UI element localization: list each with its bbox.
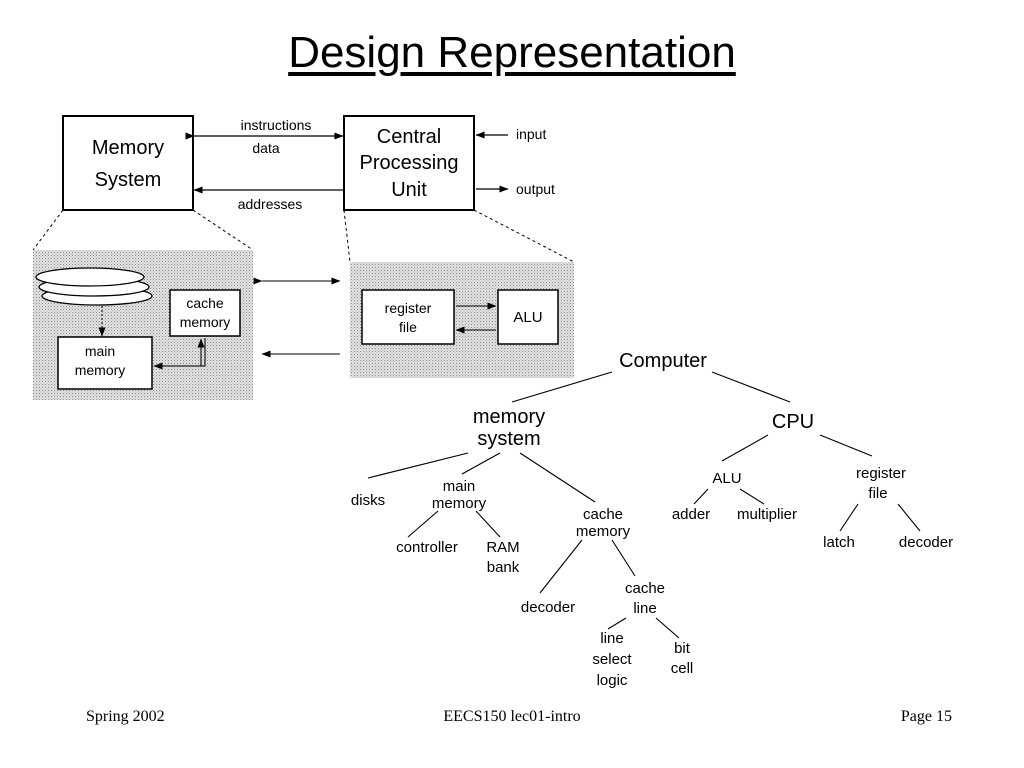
tree-cache-line-2: line bbox=[633, 600, 656, 617]
tree-decoder-memory: decoder bbox=[521, 599, 575, 616]
tree-bit-cell-1: bit bbox=[674, 640, 691, 657]
tree-line-select-logic-1: line bbox=[600, 630, 623, 647]
main-memory-label-2: memory bbox=[75, 362, 126, 378]
cpu-detail-panel: register file ALU bbox=[350, 262, 574, 378]
memory-detail-panel: main memory cache memory bbox=[33, 250, 253, 400]
memory-system-label-1: Memory bbox=[92, 137, 164, 159]
data-label: data bbox=[252, 140, 279, 156]
zoom-line-cpu-right bbox=[473, 209, 575, 263]
footer-center: EECS150 lec01-intro bbox=[443, 708, 581, 725]
main-memory-box bbox=[57, 336, 153, 390]
tree-line-select-logic-2: select bbox=[592, 651, 632, 668]
tree-cache-line-1: cache bbox=[625, 580, 665, 597]
tree-multiplier: multiplier bbox=[737, 506, 797, 523]
tree-register-file-2: file bbox=[868, 485, 887, 502]
alu-box bbox=[497, 289, 559, 345]
page-title: Design Representation bbox=[288, 28, 736, 77]
tree-main-memory-1: main bbox=[443, 478, 476, 495]
cache-memory-box bbox=[169, 289, 241, 337]
output-label: output bbox=[516, 181, 555, 197]
footer-right: Page 15 bbox=[900, 708, 952, 725]
tree-decoder-cpu: decoder bbox=[899, 534, 953, 551]
register-file-label-1: register bbox=[385, 300, 432, 316]
cache-main-connector bbox=[153, 338, 206, 370]
zoom-line-cpu-left bbox=[343, 209, 351, 263]
footer-left: Spring 2002 bbox=[86, 708, 165, 725]
tree-line-select-logic-3: logic bbox=[597, 672, 628, 689]
hierarchy-tree bbox=[367, 371, 921, 639]
tree-ram-bank-1: RAM bbox=[486, 539, 519, 556]
tree-cpu: CPU bbox=[772, 411, 814, 433]
main-memory-label-1: main bbox=[85, 343, 115, 359]
zoom-line-memory-left bbox=[32, 209, 64, 251]
instructions-label: instructions bbox=[241, 117, 312, 133]
tree-register-file-1: register bbox=[856, 465, 906, 482]
disk-stack-icon bbox=[35, 267, 153, 306]
addresses-label: addresses bbox=[238, 196, 303, 212]
input-label: input bbox=[516, 126, 546, 142]
cpu-box: Central Processing Unit bbox=[343, 115, 475, 211]
alu-label: ALU bbox=[513, 309, 542, 326]
tree-ram-bank-2: bank bbox=[487, 559, 520, 576]
cpu-label-2: Processing bbox=[360, 152, 459, 174]
memory-system-label-2: System bbox=[95, 169, 162, 191]
cache-memory-label-1: cache bbox=[186, 295, 224, 311]
tree-adder: adder bbox=[672, 506, 710, 523]
tree-computer: Computer bbox=[619, 350, 707, 372]
tree-controller: controller bbox=[396, 539, 458, 556]
tree-bit-cell-2: cell bbox=[671, 660, 694, 677]
register-file-box bbox=[361, 289, 455, 345]
tree-cache-memory-2: memory bbox=[576, 523, 631, 540]
tree-disks: disks bbox=[351, 492, 385, 509]
tree-memory-system-2: system bbox=[477, 428, 540, 450]
register-file-label-2: file bbox=[399, 319, 417, 335]
tree-cache-memory-1: cache bbox=[583, 506, 623, 523]
tree-main-memory-2: memory bbox=[432, 495, 487, 512]
tree-latch: latch bbox=[823, 534, 855, 551]
zoom-line-memory-right bbox=[192, 209, 254, 251]
tree-memory-system-1: memory bbox=[473, 406, 545, 428]
cache-memory-label-2: memory bbox=[180, 314, 231, 330]
tree-alu: ALU bbox=[712, 470, 741, 487]
memory-system-box: Memory System bbox=[62, 115, 194, 211]
cpu-label-1: Central bbox=[377, 126, 441, 148]
cpu-label-3: Unit bbox=[391, 179, 427, 201]
